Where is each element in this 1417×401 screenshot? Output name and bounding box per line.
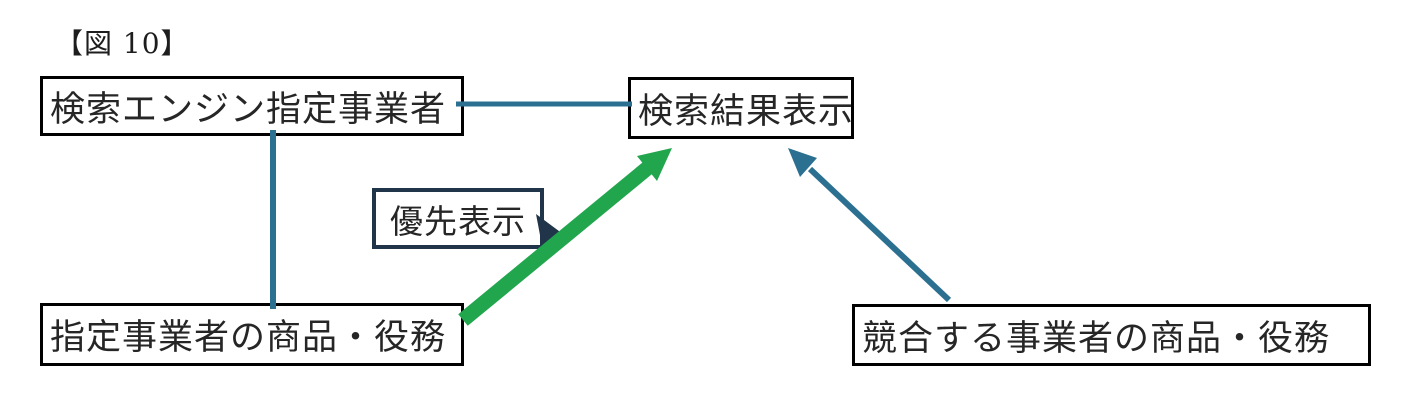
node-search-engine-provider: 検索エンジン指定事業者 bbox=[40, 76, 464, 136]
node-search-results-display-label: 検索結果表示 bbox=[638, 91, 855, 132]
node-search-results-display: 検索結果表示 bbox=[628, 77, 854, 139]
callout-priority-display-label: 優先表示 bbox=[390, 201, 526, 241]
node-designated-provider-goods: 指定事業者の商品・役務 bbox=[40, 303, 464, 366]
node-search-engine-provider-label: 検索エンジン指定事業者 bbox=[50, 89, 447, 130]
node-competitor-goods: 競合する事業者の商品・役務 bbox=[852, 304, 1371, 366]
arrow-competitor-results-shaft bbox=[807, 166, 952, 303]
node-designated-provider-goods-label: 指定事業者の商品・役務 bbox=[50, 318, 447, 358]
priority-arrow-head bbox=[637, 148, 672, 181]
node-competitor-goods-label: 競合する事業者の商品・役務 bbox=[862, 318, 1331, 359]
figure-title: 【図 10】 bbox=[55, 27, 190, 60]
arrow-competitor-results-head bbox=[788, 148, 817, 177]
callout-priority-display: 優先表示 bbox=[372, 188, 544, 249]
